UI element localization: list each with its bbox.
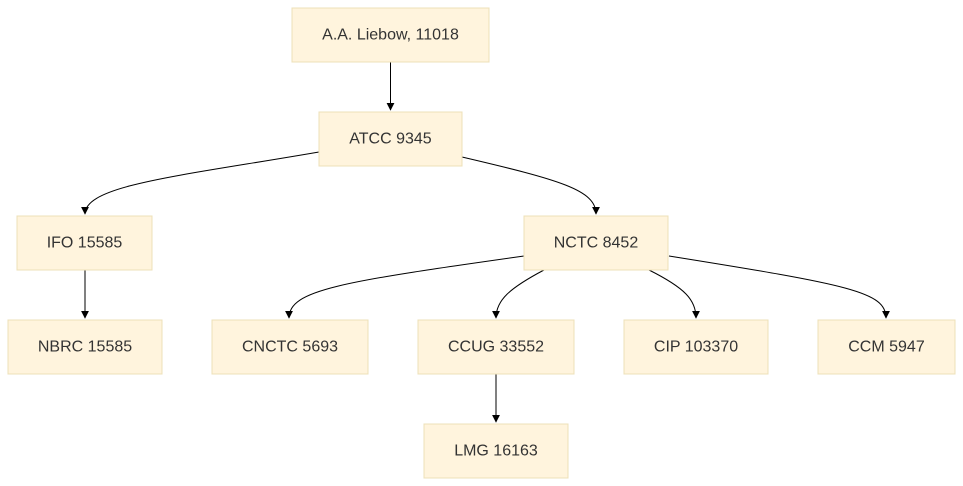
node-ifo: IFO 15585 [16,215,153,271]
node-nbrc: NBRC 15585 [7,319,163,375]
node-lmg: LMG 16163 [423,423,569,479]
node-label-ccm: CCM 5947 [848,339,925,356]
node-liebow: A.A. Liebow, 11018 [291,7,490,63]
node-label-lmg: LMG 16163 [454,443,538,460]
node-label-cip: CIP 103370 [654,339,738,356]
node-label-liebow: A.A. Liebow, 11018 [322,27,459,44]
edge-nctc-cnctc [285,255,525,319]
node-ccm: CCM 5947 [817,319,956,375]
edge-atcc-ifo [81,151,320,215]
node-label-nbrc: NBRC 15585 [38,339,132,356]
node-label-cnctc: CNCTC 5693 [242,339,338,356]
node-nctc: NCTC 8452 [523,215,669,271]
edge-nctc-ccug [492,269,545,319]
edge-nctc-ccm [668,255,890,319]
node-atcc: ATCC 9345 [318,111,463,167]
nodes: A.A. Liebow, 11018 ATCC 9345 IFO 15585 N… [7,7,956,479]
node-cip: CIP 103370 [623,319,769,375]
edge-atcc-nctc [461,156,600,215]
node-cnctc: CNCTC 5693 [211,319,369,375]
node-ccug: CCUG 33552 [417,319,575,375]
node-label-nctc: NCTC 8452 [554,235,639,252]
node-label-ccug: CCUG 33552 [448,339,544,356]
edge-nctc-cip [648,269,700,319]
edges [81,62,890,423]
node-label-ifo: IFO 15585 [47,235,123,252]
node-label-atcc: ATCC 9345 [349,131,432,148]
